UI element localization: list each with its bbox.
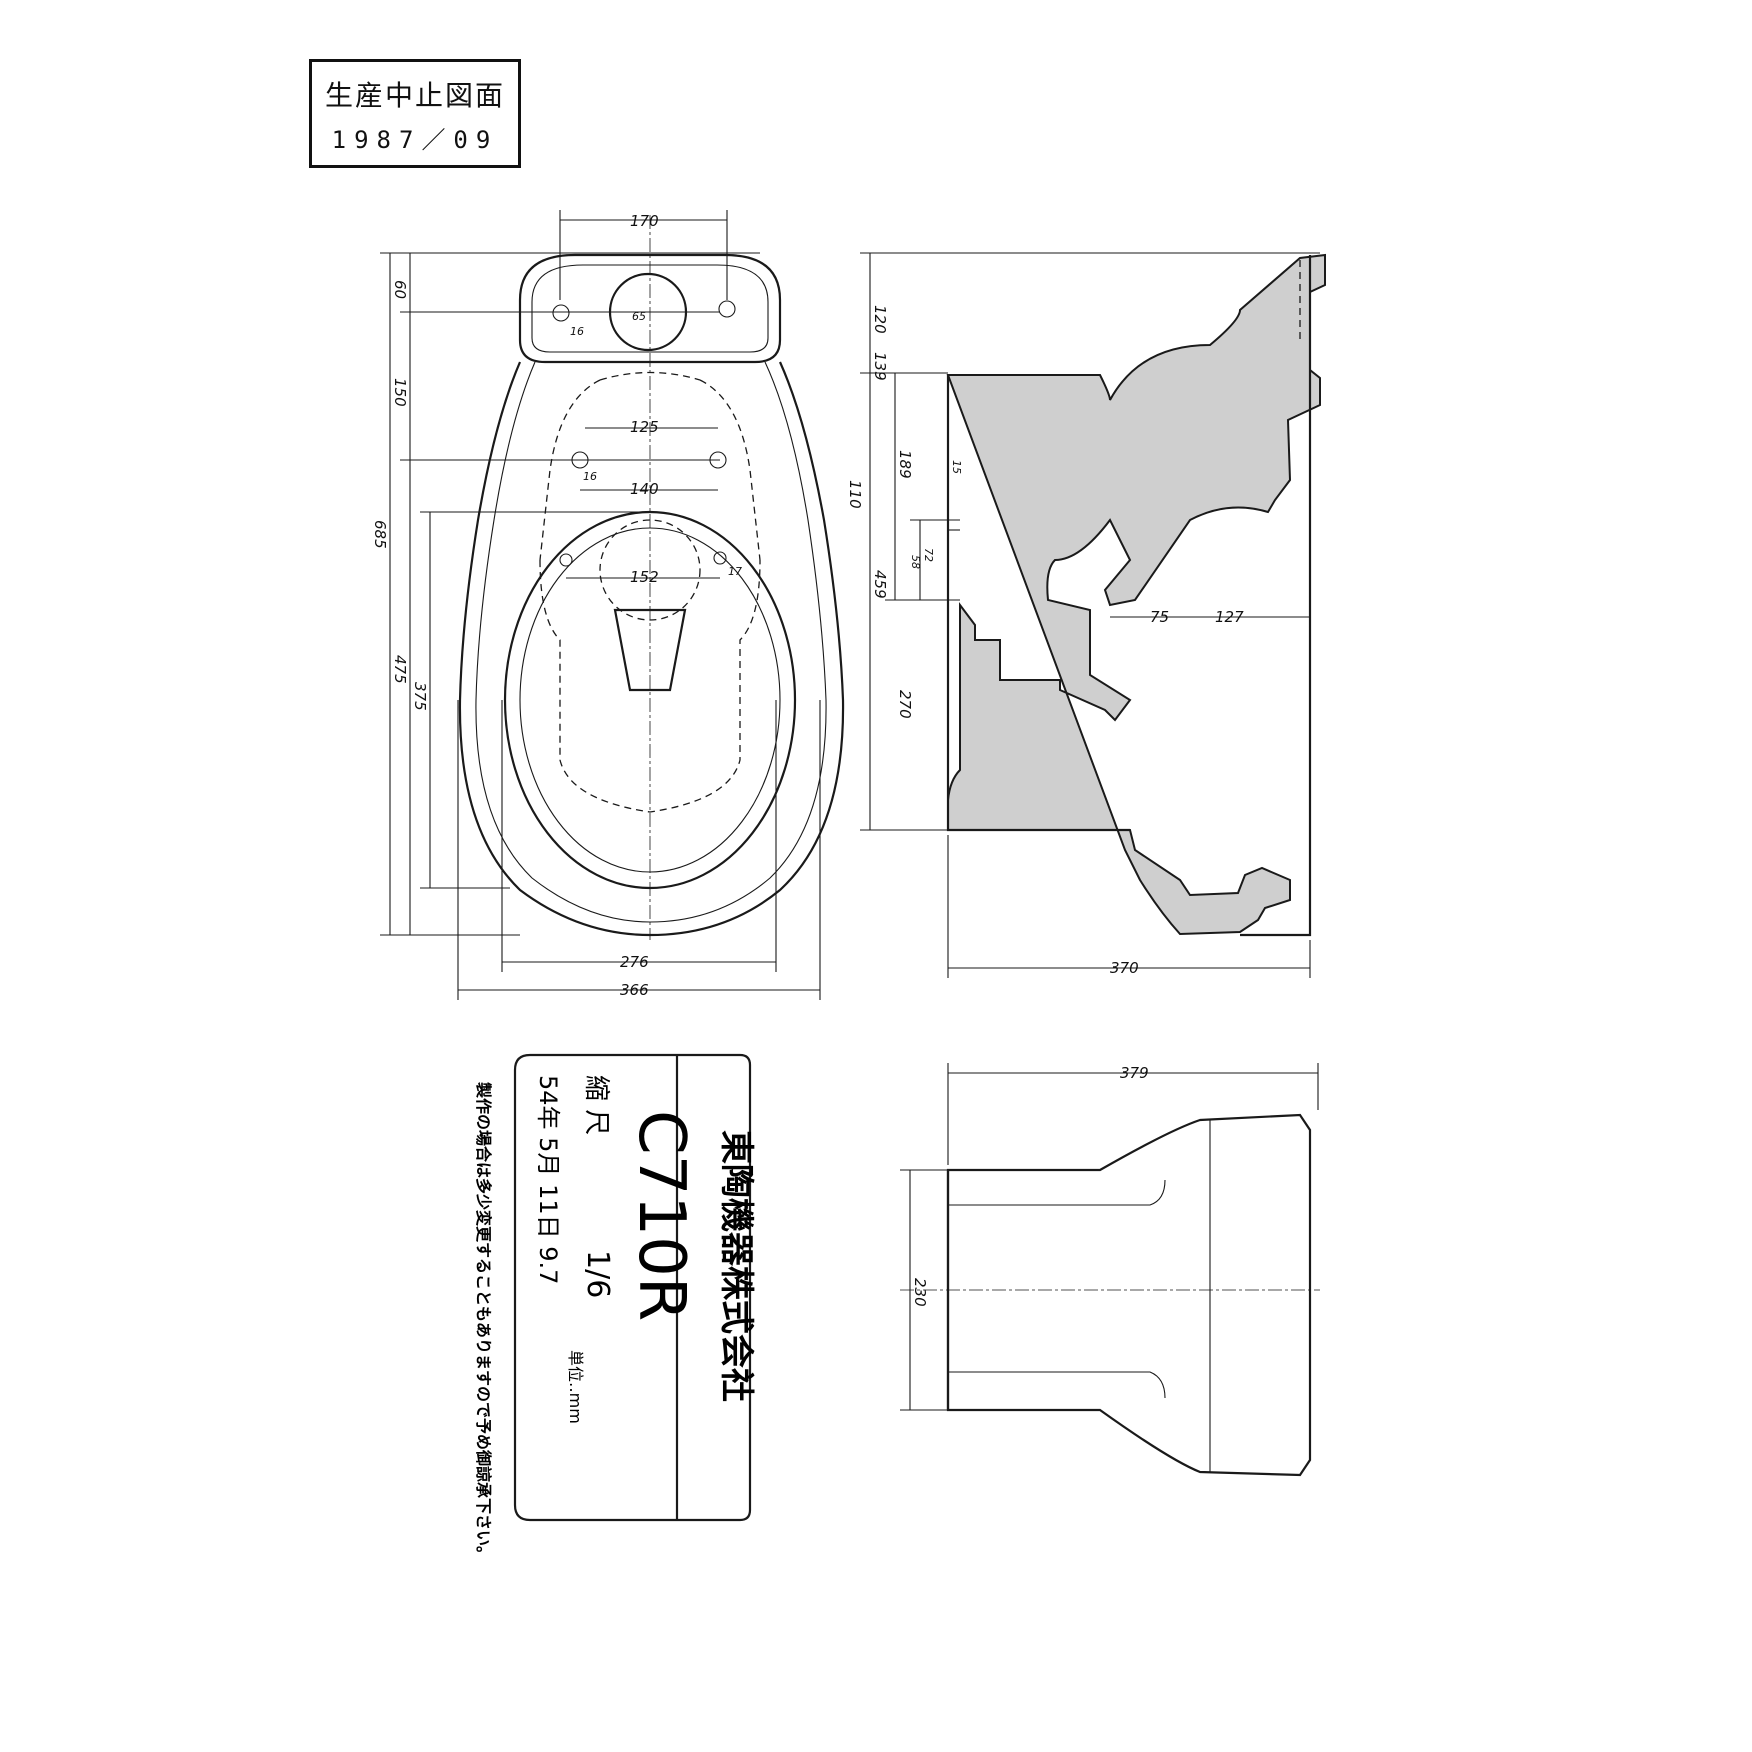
dim-rear-379: 379: [1120, 1064, 1149, 1082]
disclaimer-note: 製作の場合は多少変更することもありますので予め御諒承下さい。: [474, 1081, 493, 1562]
dim-16a: 16: [570, 325, 584, 338]
dim-60: 60: [391, 280, 409, 299]
dim-140: 140: [630, 480, 659, 498]
side-section-body: [946, 253, 1326, 936]
dim-side-15: 15: [950, 460, 963, 474]
dim-side-120: 120: [871, 305, 889, 334]
dim-side-189: 189: [896, 450, 914, 479]
dim-125: 125: [630, 418, 659, 436]
dim-side-58: 58: [909, 555, 922, 569]
dim-366: 366: [620, 981, 649, 999]
scale-label: 縮 尺: [581, 1075, 611, 1135]
dim-side-270: 270: [896, 690, 914, 719]
title-block: 東陶機器株式会社 C710R 縮 尺 1/6 単位‥mm 54年 5月 11日 …: [474, 1053, 756, 1562]
dim-375: 375: [411, 682, 429, 711]
stamp-date: 1987／09: [331, 126, 499, 154]
top-view: 170 125 140 152 65 16 16 17 60 150 685 4…: [371, 210, 845, 1000]
dim-152: 152: [630, 568, 659, 586]
rear-view-outline: [946, 1113, 1312, 1477]
dim-side-110: 110: [846, 480, 864, 509]
tank-outline: [518, 253, 782, 364]
stamp-title: 生産中止図面: [324, 79, 505, 112]
dim-170: 170: [630, 212, 659, 230]
dim-17: 17: [728, 565, 742, 578]
dim-475: 475: [391, 655, 409, 684]
dim-150: 150: [391, 378, 409, 407]
dim-16b: 16: [583, 470, 597, 483]
rear-view: 379 230: [900, 1063, 1320, 1477]
dim-276: 276: [620, 953, 649, 971]
dim-side-75: 75: [1150, 608, 1169, 626]
trap-opening: [613, 608, 687, 692]
dim-rear-230: 230: [911, 1278, 929, 1307]
company-name: 東陶機器株式会社: [716, 1130, 756, 1402]
dim-side-459: 459: [871, 570, 889, 599]
dim-65: 65: [632, 310, 646, 323]
dim-side-139: 139: [871, 352, 889, 381]
side-section-view: 120 139 189 110 459 270 15 72 58 75 127 …: [846, 252, 1326, 978]
dim-side-370: 370: [1110, 959, 1139, 977]
model-number: C710R: [624, 1110, 698, 1321]
dim-side-72: 72: [922, 548, 935, 562]
dim-685: 685: [371, 520, 389, 549]
unit-label: 単位‥mm: [566, 1350, 585, 1424]
bowl-outer: [458, 361, 845, 937]
drawing-date: 54年 5月 11日 9.7: [534, 1075, 562, 1284]
scale-value: 1/6: [580, 1250, 615, 1298]
dim-side-127: 127: [1215, 608, 1244, 626]
discontinued-stamp: 生産中止図面 1987／09: [309, 59, 521, 168]
